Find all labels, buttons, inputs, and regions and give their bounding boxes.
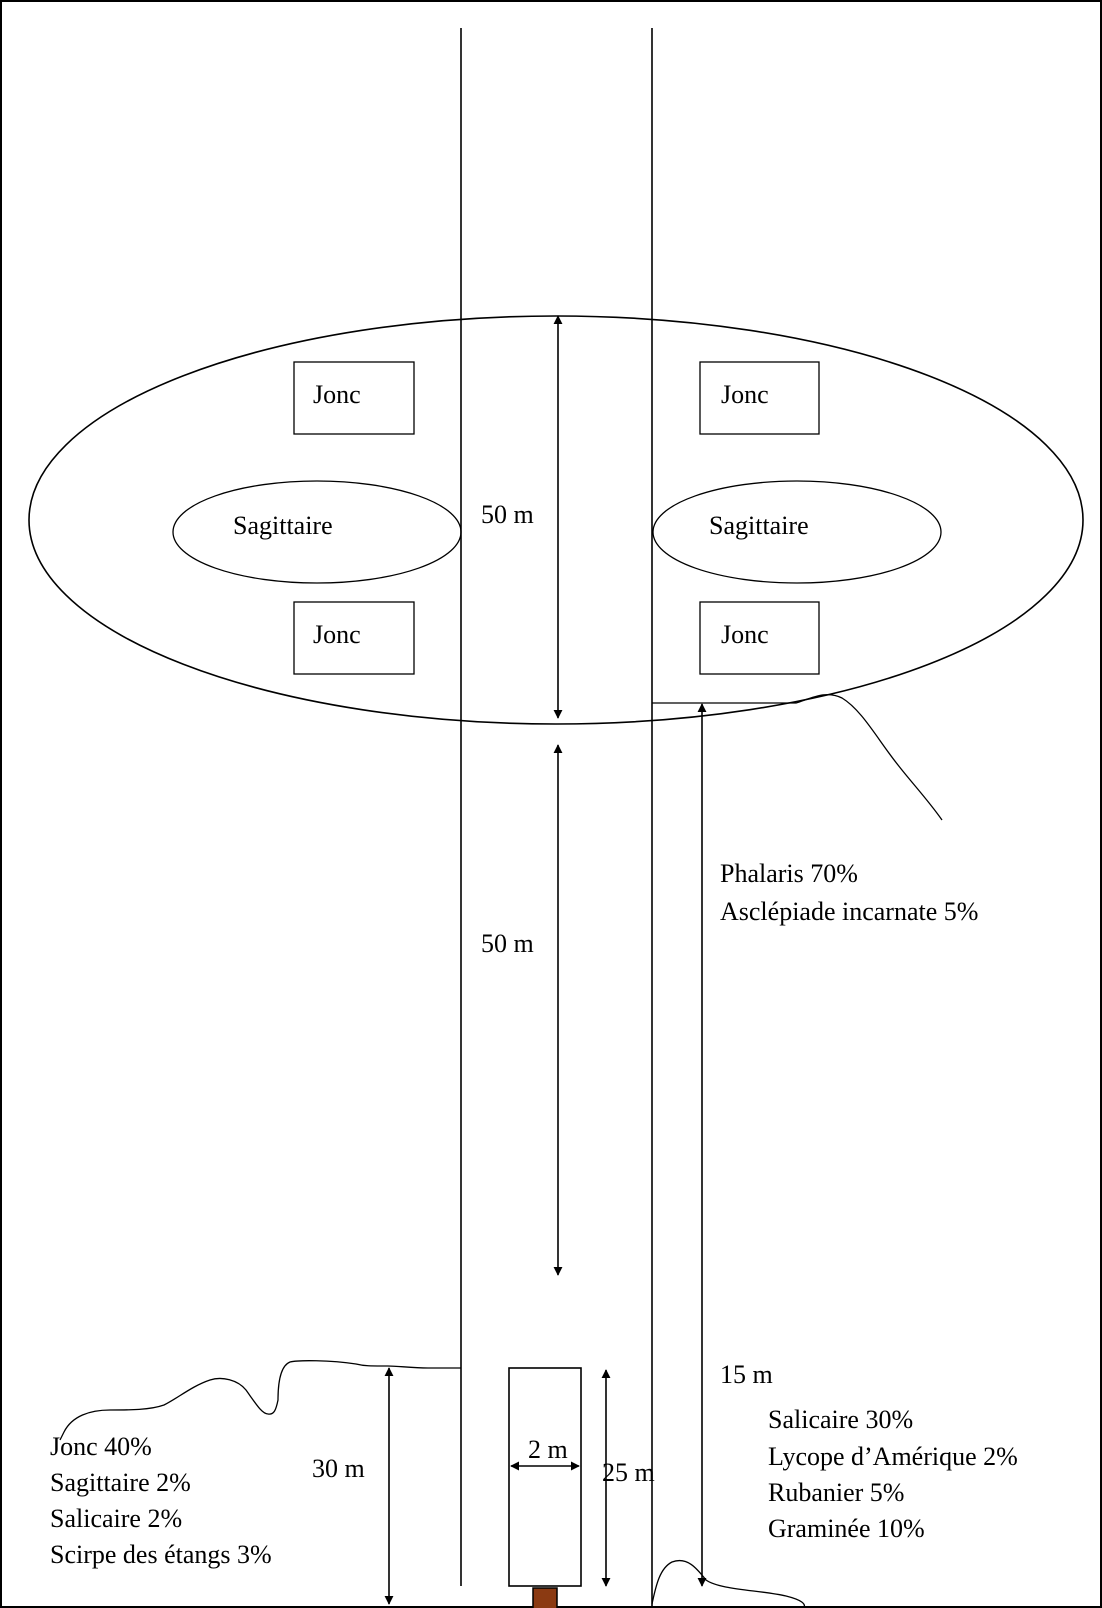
jonc-box-bottom-left <box>293 601 415 675</box>
sagittaire-zone-left <box>172 480 462 584</box>
jonc-label-bottom-right: Jonc <box>721 620 769 649</box>
jonc-box-bottom-right <box>699 601 820 675</box>
sampling-box <box>508 1367 582 1587</box>
sagittaire-zone-right <box>652 480 942 584</box>
sagittaire-label-left: Sagittaire <box>233 511 333 540</box>
sagittaire-label-right: Sagittaire <box>709 511 809 540</box>
veg-bottom-left-1: Sagittaire 2% <box>50 1468 191 1497</box>
jonc-label-bottom-left: Jonc <box>313 620 361 649</box>
veg-bottom-left-0: Jonc 40% <box>50 1432 152 1461</box>
dimension-label-middle: 50 m <box>481 929 534 958</box>
veg-middle-right-0: Phalaris 70% <box>720 859 858 888</box>
jonc-label-top-right: Jonc <box>721 380 769 409</box>
jonc-box-top-right <box>699 361 820 435</box>
wetland-zone-ellipse <box>28 315 1084 725</box>
veg-bottom-left-2: Salicaire 2% <box>50 1504 182 1533</box>
veg-bottom-left-3: Scirpe des étangs 3% <box>50 1540 272 1569</box>
veg-bottom-right-3: Graminée 10% <box>768 1514 925 1543</box>
veg-bottom-right-1: Lycope d’Amérique 2% <box>768 1442 1018 1471</box>
shoreline-left <box>59 1360 461 1441</box>
dimension-label-ellipse: 50 m <box>481 500 534 529</box>
veg-bottom-right-2: Rubanier 5% <box>768 1478 904 1507</box>
vegetation-list-bottom-left: Jonc 40% Sagittaire 2% Salicaire 2% Scir… <box>50 1432 272 1569</box>
shoreline-blob-bottom-right <box>651 1559 806 1608</box>
dimension-label-right: 15 m <box>720 1360 773 1389</box>
vegetation-list-middle-right: Phalaris 70% Asclépiade incarnate 5% <box>720 859 978 926</box>
jonc-label-top-left: Jonc <box>313 380 361 409</box>
veg-bottom-right-0: Salicaire 30% <box>768 1405 913 1434</box>
dimension-label-box-width: 2 m <box>528 1435 568 1464</box>
dimension-label-box-length: 25 m <box>602 1458 655 1487</box>
jonc-box-top-left <box>293 361 415 435</box>
shoreline-right <box>652 694 943 821</box>
veg-middle-right-1: Asclépiade incarnate 5% <box>720 897 978 926</box>
vegetation-list-bottom-right: Salicaire 30% Lycope d’Amérique 2% Ruban… <box>768 1405 1024 1543</box>
access-post <box>532 1587 558 1608</box>
dimension-label-left: 30 m <box>312 1454 365 1483</box>
